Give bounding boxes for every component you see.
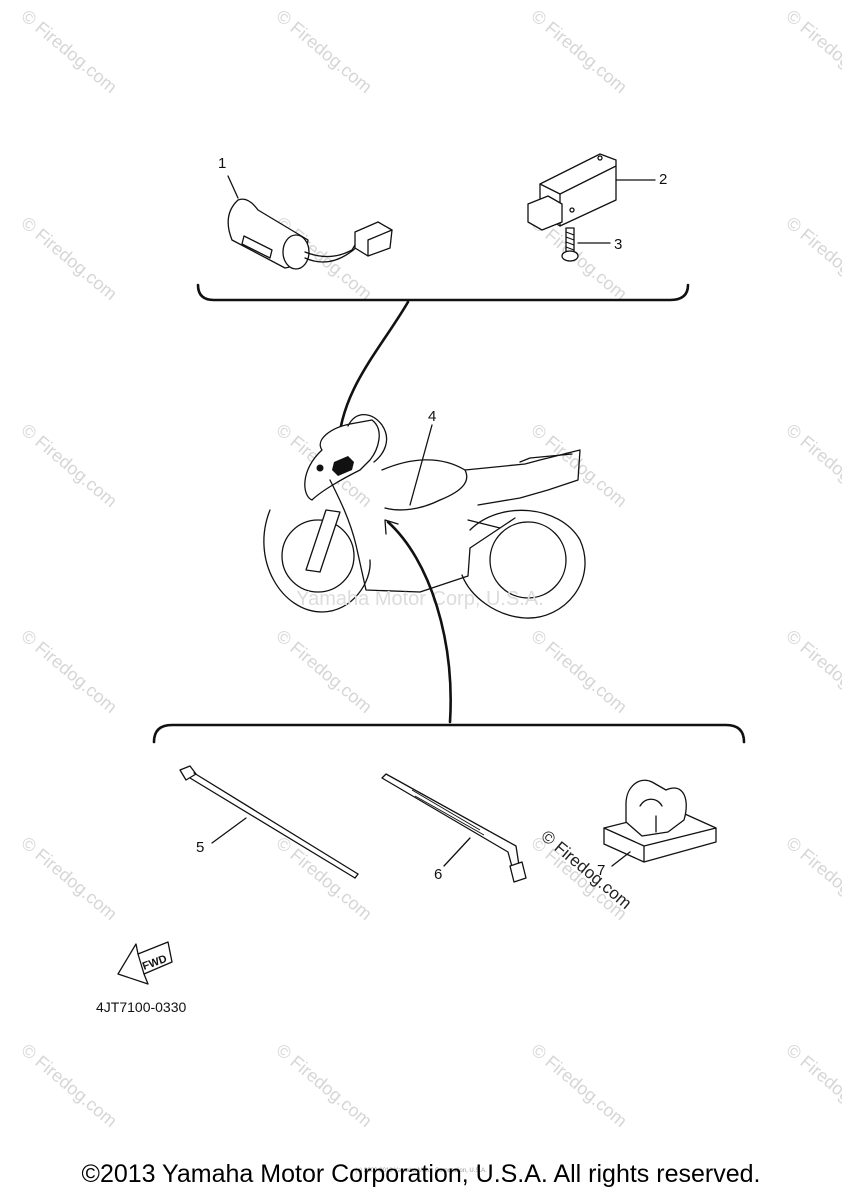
watermark-text-5-1: © Firedog.com [272,1040,375,1131]
watermark-text-4-0: © Firedog.com [17,833,120,924]
callout-6: 6 [434,866,442,883]
watermark-text-0-2: © Firedog.com [527,6,630,97]
watermark-text-2-3: © Firedog.com [782,420,842,511]
watermark-text-0-0: © Firedog.com [17,6,120,97]
callout-7: 7 [597,862,605,879]
part-5-cable-tie [179,765,359,879]
watermark-text-1-3: © Firedog.com [782,213,842,304]
watermark-text-5-0: © Firedog.com [17,1040,120,1131]
top-bracket [196,283,690,302]
part-1-condenser [227,175,393,270]
watermark-text-4-3: © Firedog.com [782,833,842,924]
pointer-bottom [386,520,452,724]
part-2-module [527,153,656,231]
fine-print: (c) 2000-2013 Yamaha Motor Corporation, … [355,1168,487,1174]
watermark-text-3-1: © Firedog.com [272,626,375,717]
watermark-text-5-3: © Firedog.com [782,1040,842,1131]
watermark-text-4-1: © Firedog.com [272,833,375,924]
bottom-bracket [152,723,746,744]
watermark-text-2-0: © Firedog.com [17,420,120,511]
watermark-text-1-0: © Firedog.com [17,213,120,304]
watermark-text-5-2: © Firedog.com [527,1040,630,1131]
callout-4: 4 [428,408,436,425]
callout-5: 5 [196,839,204,856]
callout-3: 3 [614,236,622,253]
motorcycle-outline [263,413,586,619]
watermark-text-3-2: © Firedog.com [527,626,630,717]
part-6-band [381,773,527,883]
part-3-screw [561,227,611,262]
center-watermark: Yamaha Motor Corp, U.S.A. [296,588,544,610]
part-7-holder [603,779,717,867]
watermark-text-3-0: © Firedog.com [17,626,120,717]
callout-2: 2 [659,171,667,188]
watermark-text-3-3: © Firedog.com [782,626,842,717]
copyright-notice: ©2013 Yamaha Motor Corporation, U.S.A. A… [81,1160,761,1188]
watermark-text-0-1: © Firedog.com [272,6,375,97]
diagram-code: 4JT7100-0330 [96,999,187,1015]
watermark-text-0-3: © Firedog.com [782,6,842,97]
fwd-arrow-icon: FWD [117,941,173,985]
callout-1: 1 [218,155,226,172]
